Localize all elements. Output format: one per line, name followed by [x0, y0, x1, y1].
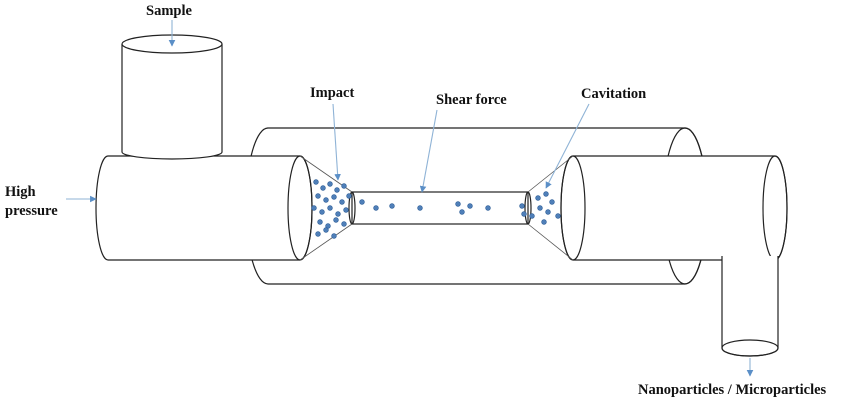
particle	[529, 213, 535, 219]
label-pressure: pressure	[5, 203, 58, 219]
particle	[331, 233, 337, 239]
label-sample: Sample	[146, 3, 192, 19]
particle	[323, 227, 329, 233]
outlet-pipe	[560, 155, 788, 261]
particle	[373, 205, 379, 211]
particle	[543, 191, 549, 197]
particle	[346, 193, 352, 199]
label-output: Nanoparticles / Microparticles	[638, 382, 827, 398]
particle	[341, 183, 347, 189]
particle	[467, 203, 473, 209]
particle	[519, 203, 525, 209]
particle	[335, 211, 341, 217]
particle	[359, 199, 365, 205]
particle	[317, 219, 323, 225]
particle	[537, 205, 543, 211]
label-shear-force: Shear force	[436, 92, 507, 108]
particle	[535, 195, 541, 201]
particle	[417, 205, 423, 211]
particle	[315, 231, 321, 237]
particle	[315, 193, 321, 199]
particle	[341, 221, 347, 227]
inlet-pipe	[95, 155, 313, 261]
particle	[389, 203, 395, 209]
particle	[331, 194, 337, 200]
collection-pipe	[721, 256, 779, 357]
particle	[327, 205, 333, 211]
impact-arrow	[332, 103, 341, 181]
label-high: High	[5, 184, 36, 200]
particle	[549, 199, 555, 205]
particle	[485, 205, 491, 211]
particle	[555, 213, 561, 219]
particle	[313, 179, 319, 185]
particles	[311, 179, 561, 239]
label-cavitation: Cavitation	[581, 86, 646, 102]
sample-reservoir	[121, 34, 223, 160]
diverging-cone	[527, 155, 574, 261]
shear-force-arrow	[419, 109, 438, 193]
particle	[320, 185, 326, 191]
particle	[541, 219, 547, 225]
narrow-channel	[348, 191, 532, 225]
particle	[323, 197, 329, 203]
particle	[333, 217, 339, 223]
particle	[545, 209, 551, 215]
particle	[334, 187, 340, 193]
cavitation-arrow	[545, 103, 590, 189]
particle	[327, 181, 333, 187]
particle	[319, 209, 325, 215]
particle	[339, 199, 345, 205]
particle	[521, 211, 527, 217]
particle	[311, 205, 317, 211]
particle	[459, 209, 465, 215]
particle	[455, 201, 461, 207]
particle	[343, 207, 349, 213]
label-impact: Impact	[310, 85, 354, 101]
